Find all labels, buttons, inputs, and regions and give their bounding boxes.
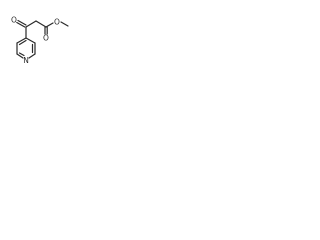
ether-oxygen-to-methyl-bond: [60, 21, 69, 27]
ring-bond-left-lower-inner: [18, 52, 25, 57]
ring-bond-top-left: [16, 37, 27, 44]
methylene-to-ester-carbon-bond: [35, 20, 47, 28]
molecule-canvas: O O O N: [0, 0, 83, 98]
ketone-double-bond-a: [16, 21, 26, 28]
ring-bond-left-lower: [16, 53, 24, 59]
ester-group: [35, 20, 69, 35]
molecule-structure: O O O N: [11, 16, 69, 65]
ketone-oxygen-label: O: [11, 16, 17, 25]
ring-nitrogen-label: N: [23, 56, 29, 65]
ketone-double-bond-b: [17, 19, 27, 26]
ketone-group: [16, 19, 37, 39]
ester-carbon-to-ether-oxygen-bond: [45, 22, 54, 28]
ring-bond-top-right: [25, 37, 36, 44]
ester-carbonyl-oxygen-label: O: [43, 34, 49, 43]
ring-bond-top-left-inner: [18, 39, 27, 46]
pyridine-ring: [16, 37, 36, 59]
ring-bond-right-lower: [28, 53, 36, 59]
ester-ether-oxygen-label: O: [54, 18, 60, 27]
carbonyl-to-methylene-bond: [25, 20, 37, 28]
